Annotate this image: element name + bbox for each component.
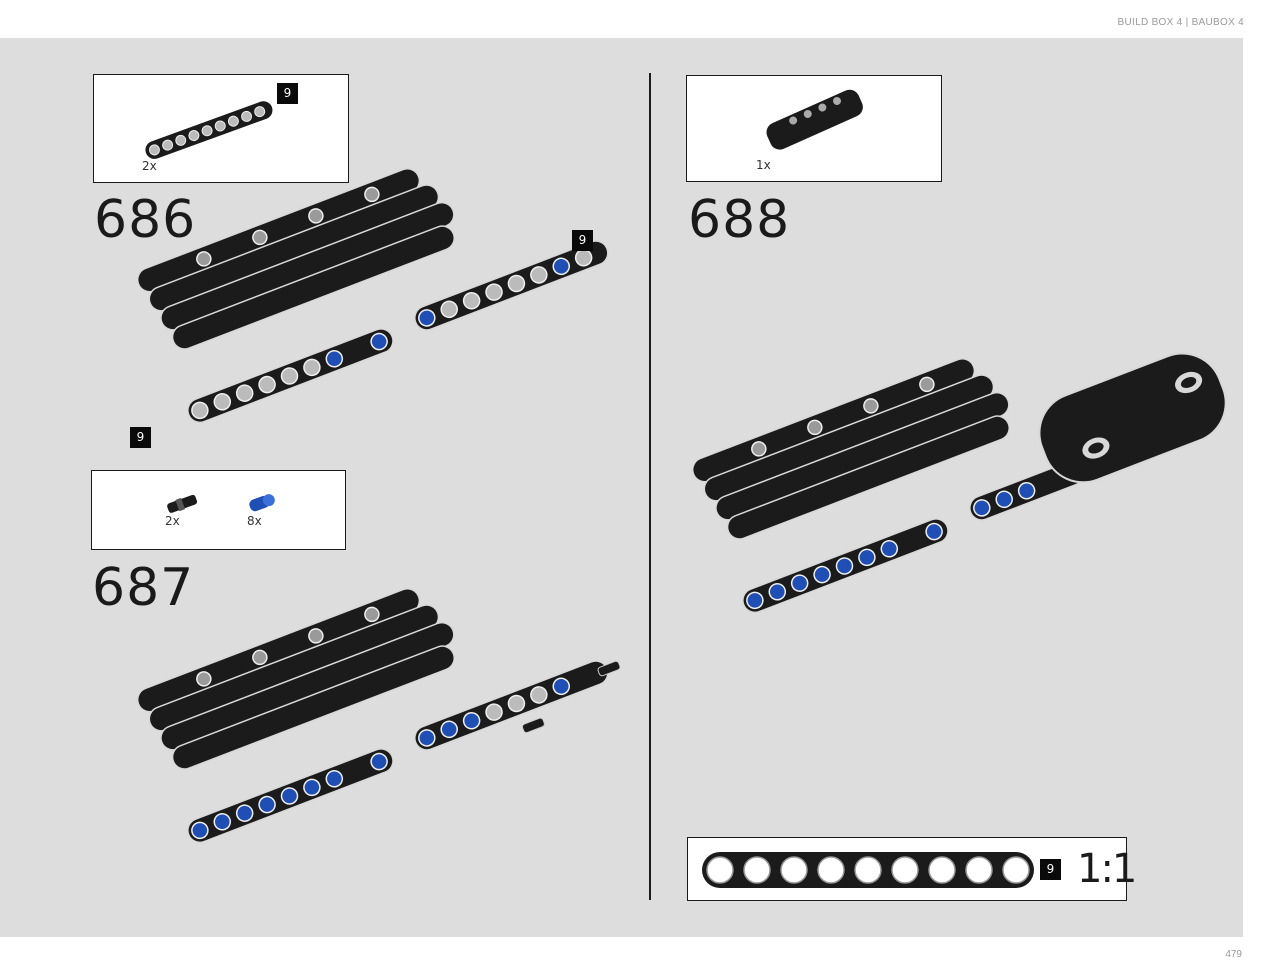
panel-part-icon: [766, 89, 863, 150]
step-688-assembly-illustration: [691, 352, 1227, 614]
parts-callout-686: 9 2x: [93, 74, 349, 183]
scale-label: 1:1: [1077, 846, 1137, 892]
beam-length-badge-lower: 9: [130, 427, 151, 448]
step-number-687: 687: [92, 558, 195, 618]
column-divider: [649, 73, 651, 900]
axle-pin-part-icon: [167, 494, 198, 513]
scale-ruler-box: 9 1:1: [687, 837, 1137, 901]
step-686-assembly-illustration: [136, 168, 609, 424]
step-number-686: 686: [94, 190, 197, 250]
beam-9-part-icon: [145, 101, 273, 159]
part-quantity-axle: 2x: [165, 514, 180, 528]
part-quantity-pin: 8x: [247, 514, 262, 528]
parts-callout-688: 1x: [686, 75, 942, 182]
step-687-assembly-illustration: [136, 588, 621, 844]
blue-pin-part-icon: [249, 494, 275, 512]
ruler-length-badge: 9: [1040, 859, 1061, 880]
beam-length-badge: 9: [277, 83, 298, 104]
parts-callout-687: 2x 8x: [91, 470, 346, 550]
page-number: 479: [1225, 949, 1242, 960]
beam-9-ruler-icon: [702, 852, 1034, 888]
part-quantity: 2x: [142, 159, 157, 173]
part-quantity: 1x: [756, 158, 771, 172]
beam-length-badge-upper: 9: [572, 230, 593, 251]
step-number-688: 688: [688, 190, 791, 250]
header-title: BUILD BOX 4 | BAUBOX 4: [1117, 17, 1244, 28]
